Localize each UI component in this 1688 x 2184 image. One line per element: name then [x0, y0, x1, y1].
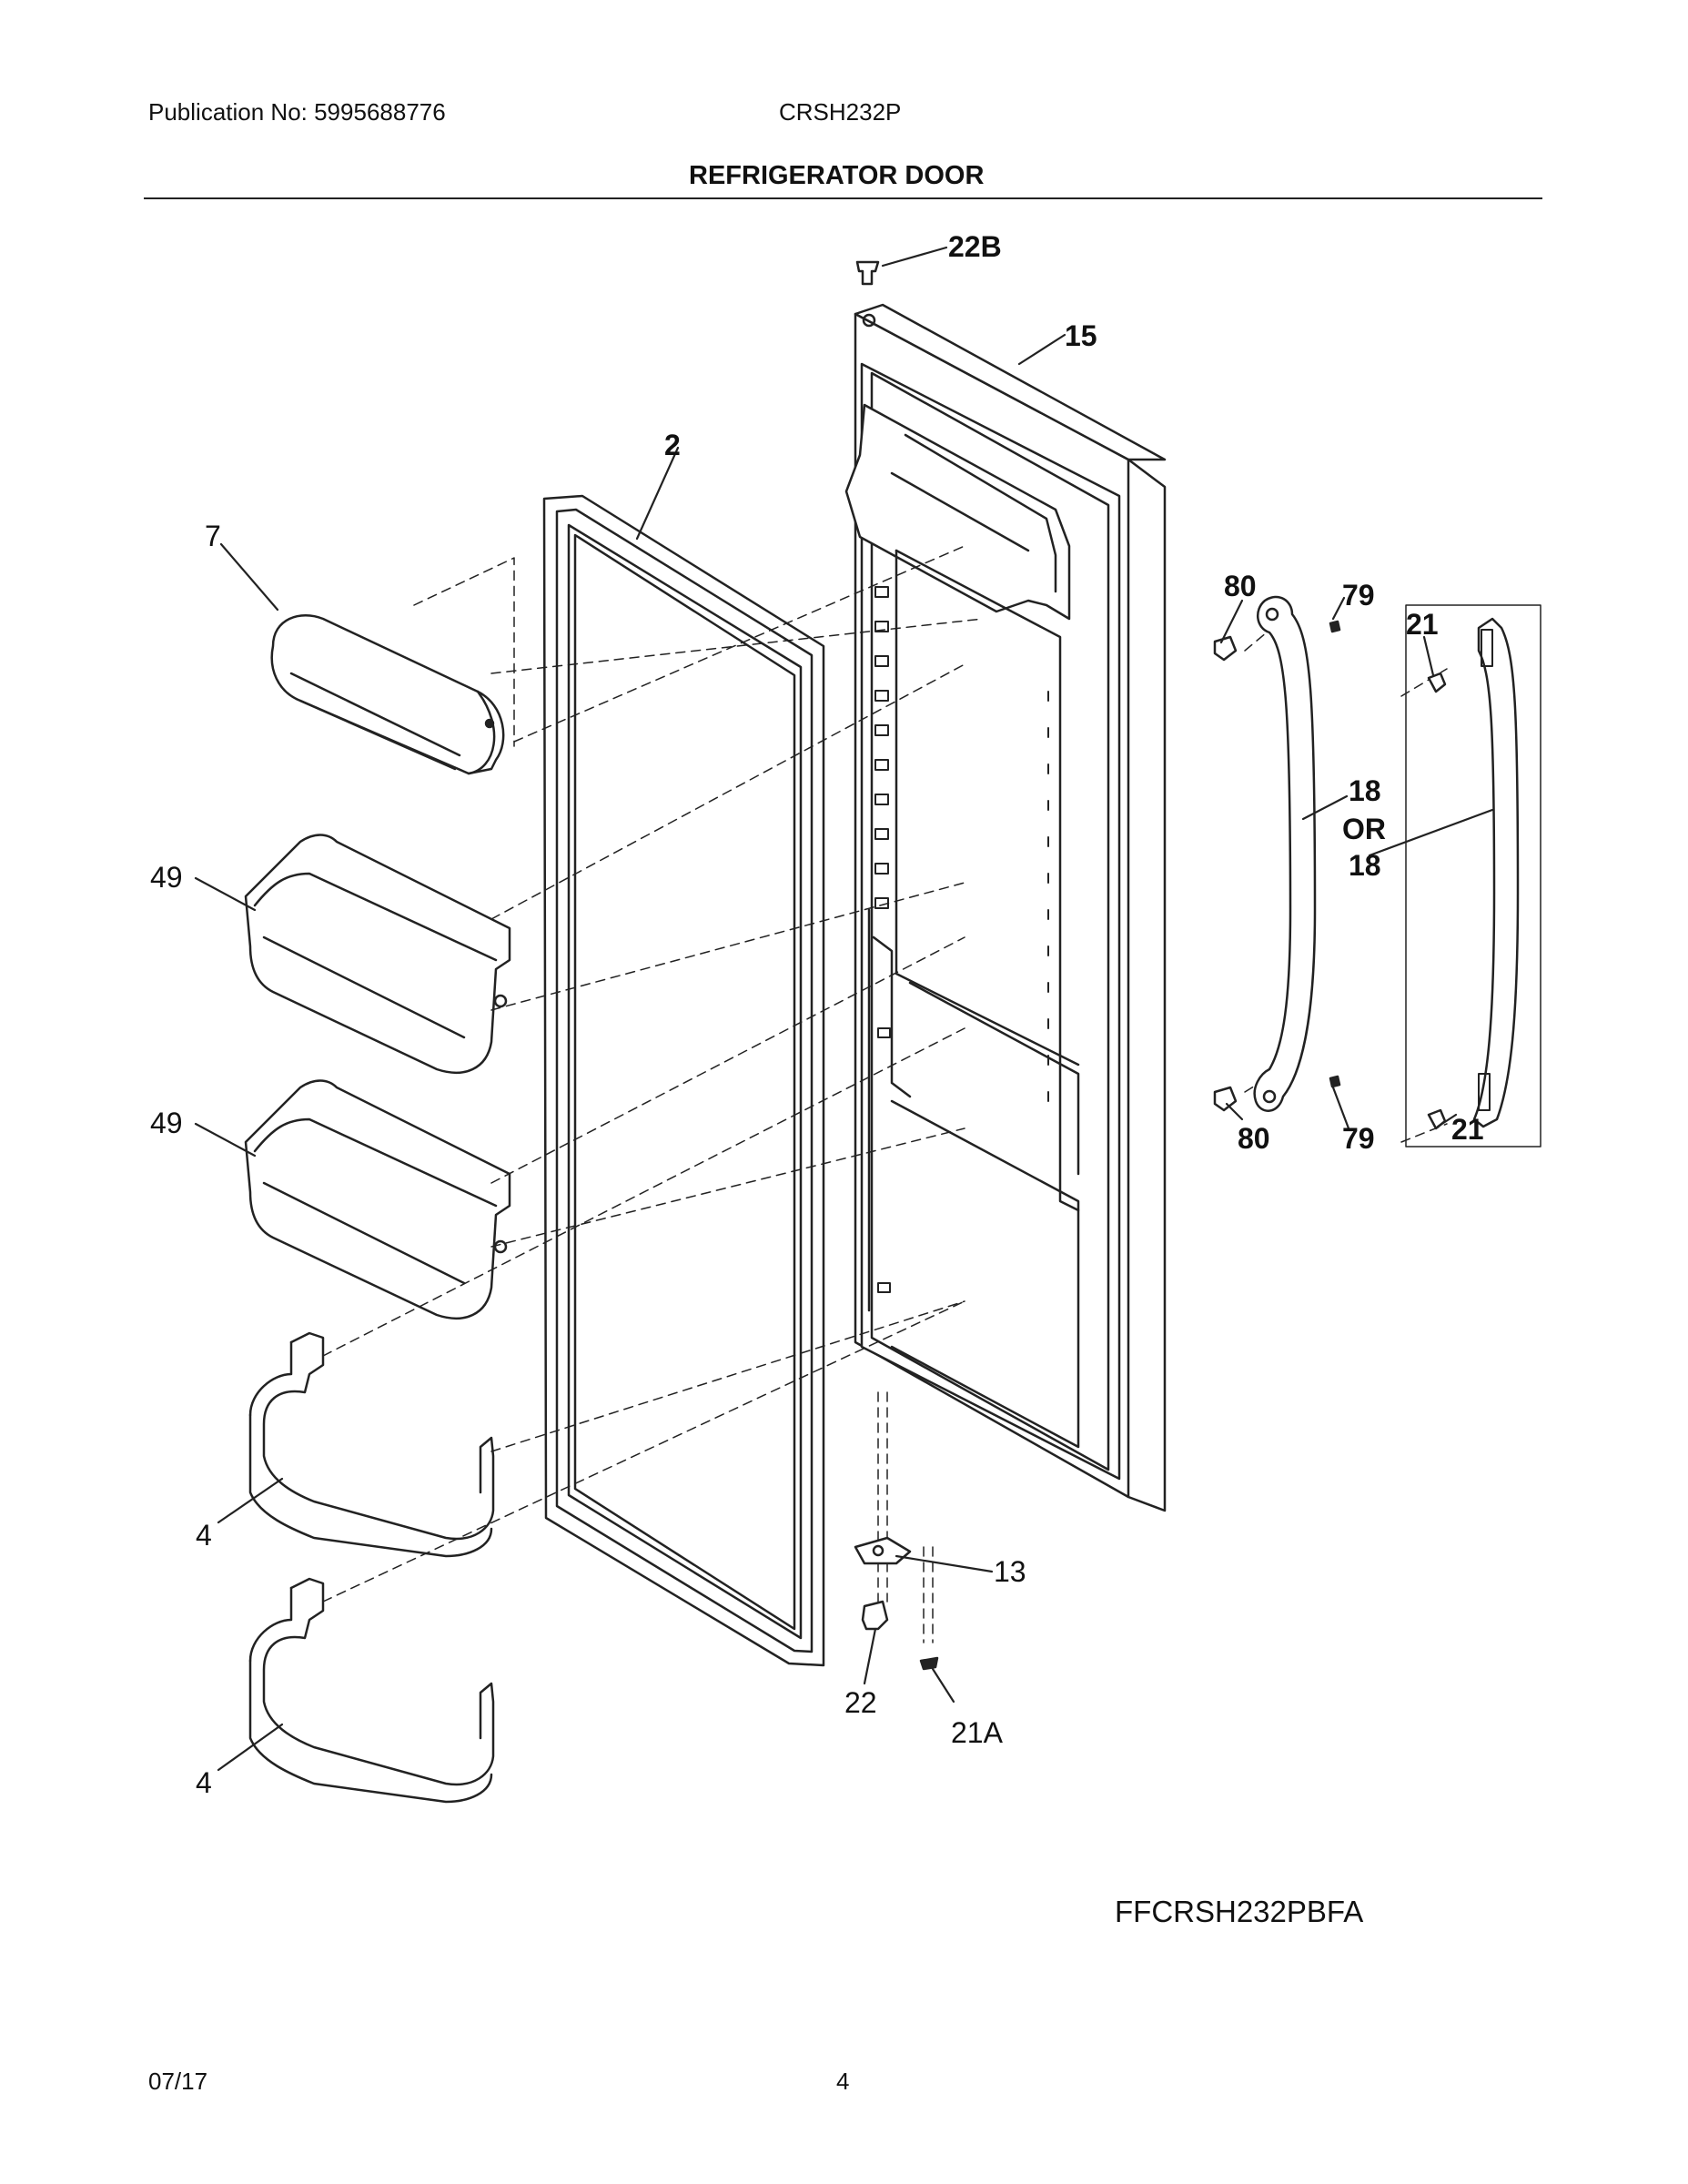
header-divider — [144, 197, 1542, 199]
handle-option-part-18 — [1405, 604, 1541, 1148]
callout-22b: 22B — [948, 230, 1002, 263]
dairy-door-bin-part-7 — [270, 614, 505, 775]
callout-21a: 21A — [951, 1716, 1004, 1749]
publication-number: Publication No: 5995688776 — [148, 98, 446, 126]
callout-80-bottom: 80 — [1238, 1122, 1270, 1155]
page-number: 4 — [836, 2068, 850, 2095]
callout-79-top: 79 — [1342, 579, 1375, 612]
callout-15: 15 — [1065, 319, 1097, 352]
door-liner-part-15 — [844, 303, 1167, 1512]
callout-7: 7 — [205, 520, 221, 552]
callout-2: 2 — [664, 429, 681, 461]
callout-18-second: 18 — [1349, 849, 1381, 882]
handle-fasteners — [1213, 620, 1447, 1130]
callout-18-first: 18 — [1349, 774, 1381, 807]
callout-13: 13 — [994, 1555, 1026, 1588]
door-bin-upper-part-49 — [244, 834, 511, 1074]
callout-or: OR — [1342, 813, 1386, 845]
diagram-code: FFCRSH232PBFA — [1115, 1895, 1364, 1928]
callout-49-upper: 49 — [150, 861, 183, 894]
door-bin-lower-part-49 — [244, 1079, 511, 1320]
door-gasket-part-2 — [542, 494, 825, 1667]
door-shelf-bin-upper-part-4 — [248, 1331, 495, 1558]
callout-4-lower: 4 — [196, 1766, 212, 1799]
door-shelf-bin-lower-part-4 — [248, 1577, 495, 1804]
assembly-guide-lines — [322, 545, 1448, 1643]
callout-80-top: 80 — [1224, 570, 1257, 602]
model-number: CRSH232P — [779, 98, 902, 126]
callout-21-top: 21 — [1406, 608, 1439, 641]
hinge-parts — [854, 260, 939, 1671]
handle-part-18 — [1253, 595, 1317, 1112]
callout-49-lower: 49 — [150, 1107, 183, 1139]
page-title: REFRIGERATOR DOOR — [689, 161, 985, 190]
callout-leader-lines — [194, 246, 1494, 1772]
footer-date: 07/17 — [148, 2068, 208, 2095]
callout-22: 22 — [844, 1686, 877, 1719]
callout-21-bottom: 21 — [1451, 1113, 1484, 1146]
callout-79-bottom: 79 — [1342, 1122, 1375, 1155]
callout-4-upper: 4 — [196, 1519, 212, 1552]
